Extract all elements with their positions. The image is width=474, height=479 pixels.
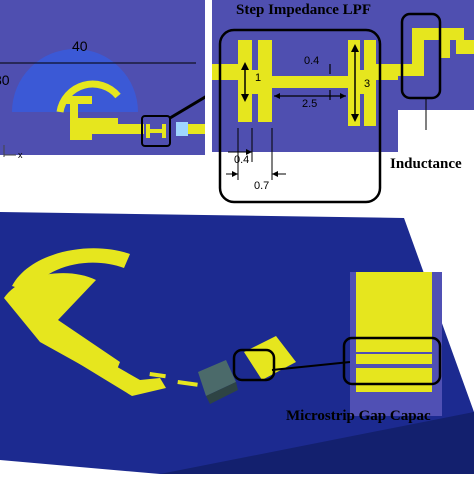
inductance-drawing: [398, 0, 474, 130]
callout-line-capacitor: [271, 361, 351, 371]
inductance-label: Inductance: [390, 156, 462, 172]
capacitor-bottom-plate: [356, 368, 432, 392]
inductance-frame: [400, 12, 442, 100]
lumped-component: [198, 360, 236, 396]
lpf-dim-3: 3: [364, 78, 371, 90]
dimension-label-40: 40: [72, 38, 88, 54]
capacitor-highlight-box: [232, 348, 276, 382]
capacitor-top-plate: [356, 272, 432, 352]
antenna-3d-view: [0, 212, 474, 474]
lpf-highlight-box: [141, 115, 171, 147]
three-d-view-panel: Microstrip Gap Capac: [0, 212, 474, 474]
top-view-panel: 40 30 x: [0, 0, 223, 168]
radiator-arc: [56, 80, 121, 113]
lpf-dim-0-4-top: 0.4: [304, 55, 320, 67]
lpf-dim-0-4-bottom: 0.4: [234, 154, 250, 166]
dimension-label-30: 30: [0, 72, 10, 88]
lpf-title: Step Impedance LPF: [236, 2, 371, 18]
capacitor-label: Microstrip Gap Capac: [286, 408, 431, 424]
antenna-top-view: [0, 0, 223, 157]
feed-pad-3d: [244, 336, 296, 380]
inductance-panel: Inductance: [390, 0, 474, 180]
ground-patch-semicircle: [12, 49, 138, 112]
inductance-substrate: [398, 0, 474, 110]
lpf-detail-drawing: [212, 0, 398, 204]
radiator-arc-3d: [12, 248, 130, 292]
lpf-high-impedance-line: [272, 76, 360, 88]
capacitor-detail-frame: [342, 336, 442, 386]
lpf-dim-2-5: 2.5: [302, 98, 318, 110]
lpf-detail-panel: Step Impedance LPF 1 0.4 3 2.5 0.4 0.7: [212, 0, 398, 205]
lpf-detail-frame: [218, 28, 382, 204]
port-element: [176, 122, 188, 136]
feed-line: [92, 124, 144, 134]
lpf-dim-0-7: 0.7: [254, 180, 270, 192]
axis-label-x: x: [18, 150, 23, 160]
lpf-dim-1: 1: [255, 72, 262, 84]
